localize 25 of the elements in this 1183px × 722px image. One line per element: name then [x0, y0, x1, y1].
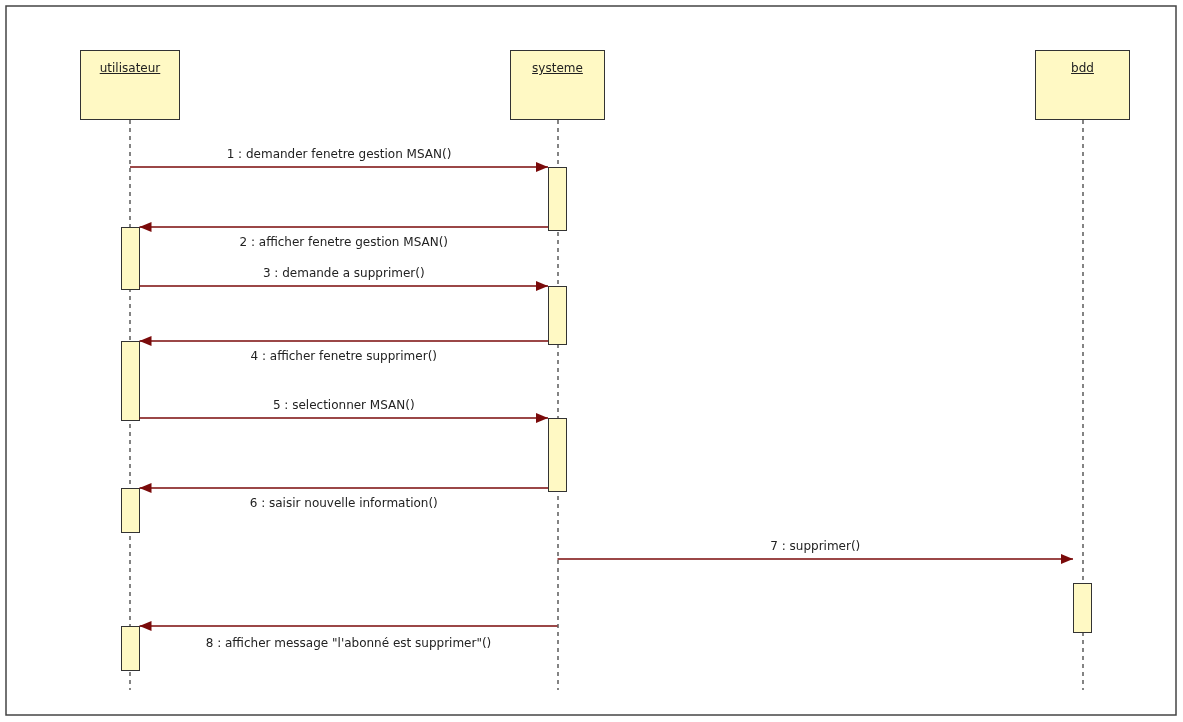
activation-bar: [548, 167, 567, 231]
message-arrow: [138, 621, 559, 631]
object-name: systeme: [532, 61, 583, 75]
activation-bar: [120, 626, 140, 671]
activation-bar: [548, 286, 567, 345]
edge-label: 7 : supprimer(): [768, 539, 863, 553]
message-arrow: [138, 483, 549, 493]
activation-bar: [120, 227, 140, 290]
message-arrow: [138, 281, 549, 291]
object-name: utilisateur: [99, 61, 161, 75]
message-arrow: [129, 162, 549, 172]
message-arrow: [138, 336, 549, 346]
message-arrow: [138, 222, 549, 232]
message-arrow: [138, 413, 549, 423]
edge-label: 5 : selectionner MSAN(): [270, 398, 417, 412]
activation-bar: [1073, 583, 1092, 633]
edge-label: 8 : afficher message "l'abonné est supprimer"(): [203, 636, 494, 650]
activation-bar: [548, 418, 567, 492]
edge-label: 4 : afficher fenetre supprimer(): [248, 349, 439, 363]
object-name: bdd: [1071, 61, 1094, 75]
activation-bar: [120, 341, 140, 421]
edge-label: 6 : saisir nouvelle information(): [247, 496, 440, 510]
activation-bar: [120, 488, 140, 533]
edge-label: 3 : demande a supprimer(): [260, 266, 427, 280]
message-arrow: [556, 554, 1074, 564]
